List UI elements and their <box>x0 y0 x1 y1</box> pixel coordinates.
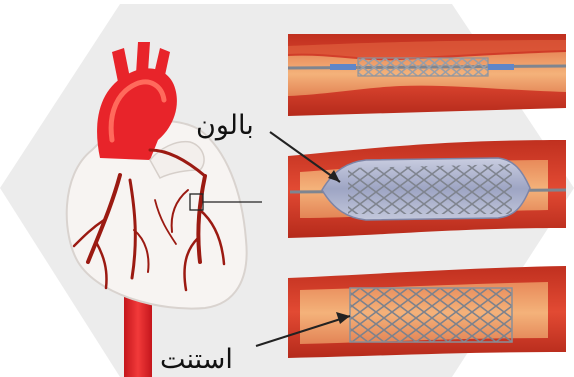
artery-stage-stent <box>256 266 566 358</box>
balloon-label: بالون <box>196 112 254 139</box>
wire-blue-marker <box>330 64 356 70</box>
deployed-stent <box>350 288 512 342</box>
stent-label: استنت <box>160 346 233 373</box>
artery-stage-narrowed <box>288 34 566 116</box>
expanding-stent <box>348 164 512 214</box>
compressed-stent <box>358 58 488 76</box>
arch-branch-2 <box>136 42 150 74</box>
descending-aorta <box>124 292 152 377</box>
